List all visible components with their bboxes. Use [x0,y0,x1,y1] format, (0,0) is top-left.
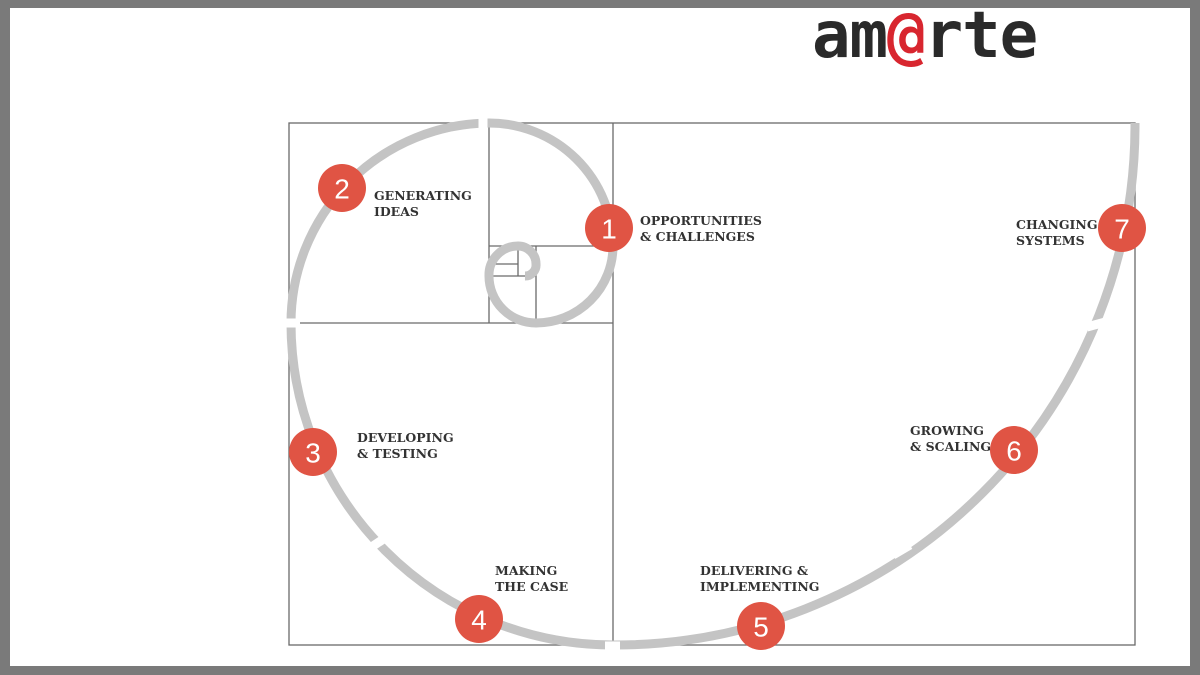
spiral-segment-gaps [282,116,1111,651]
stage-label-line-1: MAKING [495,563,558,578]
stage-number: 2 [334,174,350,205]
stage-label-7: CHANGING SYSTEMS [1016,217,1098,249]
stage-number: 5 [753,612,769,643]
stage-number: 1 [601,214,617,245]
logo-prefix: am [812,0,888,73]
fibonacci-spiral [286,118,1140,650]
stage-number: 7 [1114,214,1130,245]
stage-label-6: GROWING & SCALING [910,423,991,455]
logo-suffix: rte [924,0,1039,73]
stage-label-line-2: THE CASE [495,579,569,594]
stage-label-line-2: IMPLEMENTING [700,579,820,594]
stage-marker-6: 6 [990,426,1038,474]
stage-label-1: OPPORTUNITIES & CHALLENGES [640,213,762,245]
stage-label-line-1: GENERATING [374,188,472,203]
slide [10,8,1190,666]
stage-label-line-1: DELIVERING & [700,563,809,578]
stage-label-line-2: IDEAS [374,204,419,219]
stage-label-line-2: & SCALING [910,439,992,454]
amarte-logo: am@rte [812,4,1038,68]
stage-marker-5: 5 [737,602,785,650]
stage-label-2: GENERATING IDEAS [374,188,472,220]
stage-number: 3 [305,438,321,469]
stage-label-line-1: CHANGING [1016,217,1098,232]
stage-label-5: DELIVERING & IMPLEMENTING [700,563,819,595]
logo-at-sign: @ [887,0,926,73]
stage-number: 6 [1006,436,1022,467]
stage-number: 4 [471,605,487,636]
stage-label-line-1: DEVELOPING [357,430,454,445]
stage-label-line-1: GROWING [910,423,984,438]
stage-marker-4: 4 [455,595,503,643]
stage-label-line-1: OPPORTUNITIES [640,213,762,228]
stage-label-line-2: & TESTING [357,446,438,461]
stage-marker-1: 1 [585,204,633,252]
stage-label-3: DEVELOPING & TESTING [357,430,454,462]
stage-label-line-2: & CHALLENGES [640,229,755,244]
stage-marker-2: 2 [318,164,366,212]
stage-marker-3: 3 [289,428,337,476]
stage-marker-7: 7 [1098,204,1146,252]
stage-label-4: MAKING THE CASE [495,563,568,595]
stage-label-line-2: SYSTEMS [1016,233,1085,248]
